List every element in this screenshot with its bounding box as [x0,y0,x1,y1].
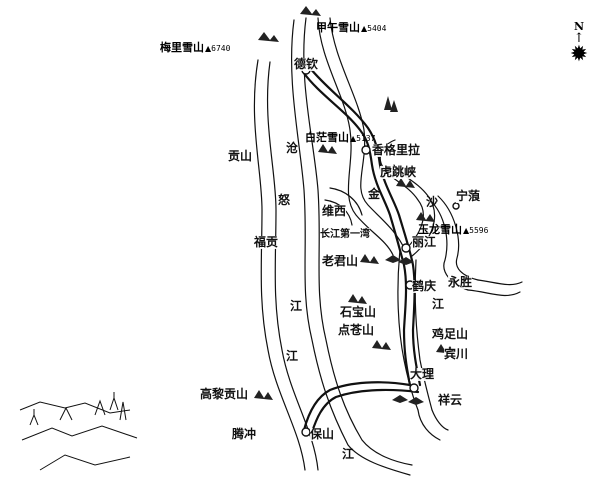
feature-laojun-mountain: 老君山 [322,254,359,268]
route-west-2 [310,388,420,434]
nu-river-bank-east [266,61,319,471]
peak-meili-name: 梅里雪山 [160,41,204,54]
jinsha-river-bank-east [329,17,406,251]
ninglang-marker [452,202,460,210]
peak-jiawu-name: 甲午雪山 [316,21,360,34]
nu-river-bank-west [253,59,306,471]
city-heqing: 鹤庆 [412,279,437,293]
north-arrow-icon: ↑ [573,31,585,46]
lake-cluster-dali [392,395,424,405]
weixi-branch [329,187,363,216]
city-baoshan: 保山 [310,427,335,441]
compass-rose-icon: ✹ [569,42,589,67]
lancang-river-bank-east [303,17,413,466]
sketch-scene [19,399,138,471]
peak-baima: 白茫雪山▲5137 [305,126,375,145]
jinsha-east-2 [477,279,523,286]
city-deqin: 德钦 [294,57,319,71]
mountain-jiawu [300,6,321,16]
lancang-river-bank-west [290,19,411,476]
city-weixi: 维西 [322,204,347,218]
city-dali: 大理 [410,367,435,381]
river-jinsha-char-2: 沙 [426,195,439,209]
peak-triangle-icon: ▲ [350,134,357,143]
feature-gaoligong-mountain: 高黎贡山 [200,387,249,401]
jinsha-river-bank-west [317,17,394,256]
dali-lower-river [417,409,441,441]
feature-first-bend: 长江第一湾 [320,228,370,241]
mountain-meili [258,32,279,42]
river-lancang-char-1: 沧 [286,141,299,155]
mountain-cangshan [372,340,391,350]
peak-jiawu-elevation: 5404 [367,24,387,33]
lake-cluster-lijiang [385,255,414,265]
river-lancang-char-2: 江 [290,299,303,313]
feature-shibao-mountain: 石宝山 [340,305,377,319]
lijiang-marker [401,243,411,253]
mountain-baima [318,144,337,154]
erhai-shore-west [397,249,419,411]
route-main [301,70,412,387]
pine-tree [384,96,398,112]
mountain-gaoligong [254,390,273,400]
peak-yulong: 玉龙雪山▲5596 [418,218,488,237]
city-binchuan: 宾川 [444,347,469,361]
river-lancang-lower: 江 [342,447,355,461]
jinsha-north-east-2 [437,195,479,281]
peak-triangle-icon: ▲ [205,44,212,53]
feature-tiger-leaping-gorge: 虎跳峡 [380,165,417,179]
dali-lower-river-2 [431,409,449,431]
feature-jizu-mountain: 鸡足山 [432,327,469,341]
sketch-figure-1 [29,409,39,426]
river-nu-char-1: 怒 [278,193,291,207]
compass-north-label: N [573,20,585,33]
peak-meili: 梅里雪山▲6740 [160,36,230,55]
city-fugong: 福贡 [254,235,279,249]
compass: N ↑ ✹ [561,20,597,84]
shangrila-marker [361,145,371,155]
city-shangrila: 香格里拉 [372,143,421,157]
peak-triangle-icon: ▲ [361,24,368,33]
peak-yulong-name: 玉龙雪山 [418,223,462,236]
peak-triangle-icon: ▲ [463,226,470,235]
river-jinsha-char-1: 金 [368,187,381,201]
city-gongshan: 贡山 [228,149,253,163]
river-nu-char-2: 江 [286,349,299,363]
mountain-shibao [348,294,367,304]
peak-baima-elevation: 5137 [356,134,376,143]
jinsha-east-1 [467,289,521,297]
peak-baima-name: 白茫雪山 [305,131,349,144]
dali-marker [409,383,419,393]
baoshan-marker [301,427,311,437]
route-main-2 [308,66,422,387]
mountain-laojun [360,254,379,264]
mountain-gorge [396,178,415,188]
city-xiangyun: 祥云 [438,393,463,407]
peak-yulong-elevation: 5596 [469,226,489,235]
peak-jiawu: 甲午雪山▲5404 [316,16,386,35]
sketch-figure-2 [109,392,119,411]
river-jinsha-char-3: 江 [432,297,445,311]
city-lijiang: 丽江 [412,235,437,249]
city-tengchong: 腾冲 [232,427,257,441]
mountain-yulong [416,212,435,222]
feature-cangshan: 点苍山 [338,323,375,337]
city-yongsheng: 永胜 [448,275,473,289]
peak-meili-elevation: 6740 [211,44,231,53]
city-ninglang: 宁蒗 [456,189,481,203]
route-west [302,381,412,432]
